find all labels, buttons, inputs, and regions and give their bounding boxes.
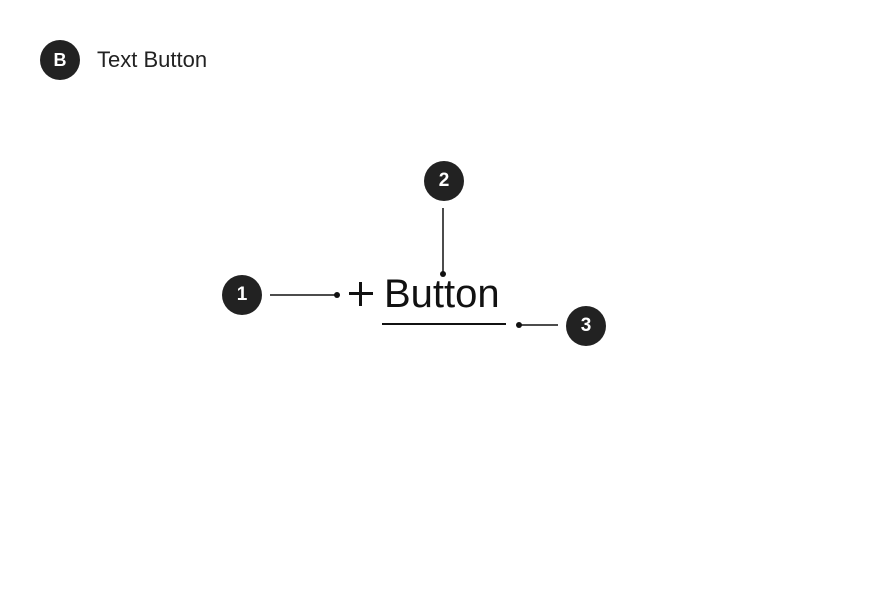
text-button[interactable]: Button [346, 271, 500, 317]
section-header: B Text Button [40, 40, 207, 80]
leader-dot-3 [516, 322, 522, 328]
section-title: Text Button [97, 47, 208, 72]
callout-marker-2: 2 [424, 161, 464, 201]
callout-marker-1: 1 [222, 275, 262, 315]
callout-marker-3: 3 [566, 306, 606, 346]
button-label: Button [384, 272, 500, 316]
section-badge: B [40, 40, 80, 80]
leader-dot-1 [334, 292, 340, 298]
button-underline [382, 323, 506, 325]
plus-icon [346, 279, 376, 309]
